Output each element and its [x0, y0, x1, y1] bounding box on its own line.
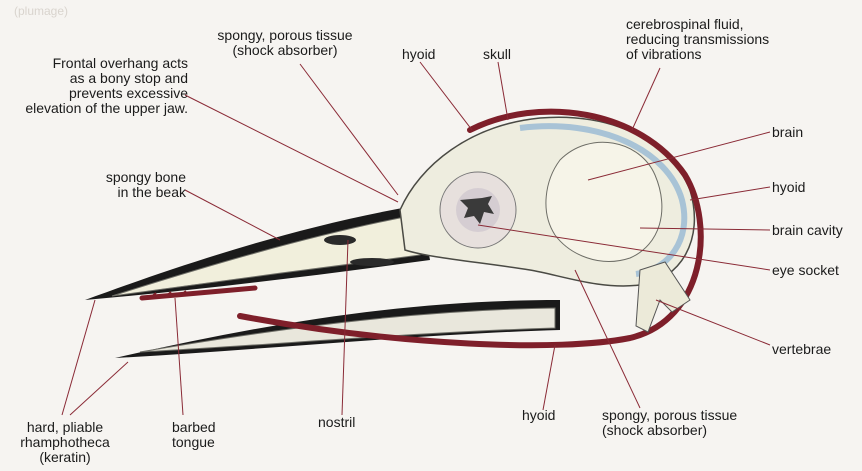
leader-hyoid-right	[689, 186, 771, 201]
leader-lines	[61, 61, 771, 416]
label-frontal-overhang: Frontal overhang acts as a bony stop and…	[25, 55, 188, 116]
label-skull: skull	[483, 46, 512, 62]
leader-brain-cavity	[639, 227, 771, 231]
label-cerebrospinal-fluid: cerebrospinal fluid, reducing transmissi…	[626, 16, 770, 62]
leader-nostril	[341, 239, 349, 416]
label-barbed-tongue: barbed tongue	[172, 419, 216, 450]
label-spongy-bone: spongy bone in the beak	[105, 169, 186, 200]
label-hyoid-bottom: hyoid	[522, 407, 556, 423]
label-eye-socket: eye socket	[772, 262, 839, 278]
hyoid-shape	[237, 108, 704, 349]
leader-frontal	[184, 94, 399, 203]
label-rhamphotheca: hard, pliable rhamphotheca (keratin)	[20, 419, 110, 465]
leader-hyoid-bottom	[542, 344, 556, 411]
label-nostril: nostril	[318, 414, 356, 430]
label-spongy-tissue-top: spongy, porous tissue (shock absorber)	[217, 27, 353, 58]
leader-vertebrae	[655, 299, 771, 346]
upper-beak-bone	[111, 214, 421, 297]
label-vertebrae: vertebrae	[772, 341, 832, 357]
leader-spongy-bottom	[574, 269, 641, 409]
leader-spongy-bone	[184, 189, 281, 241]
leader-spongy-top	[299, 63, 399, 196]
nostril-shape-2	[350, 258, 394, 266]
label-hyoid-top: hyoid	[402, 46, 436, 62]
label-spongy-tissue-bottom: spongy, porous tissue (shock absorber)	[602, 407, 738, 438]
label-brain-cavity: brain cavity	[772, 222, 843, 238]
label-brain: brain	[772, 124, 804, 140]
tongue-barbs	[149, 290, 187, 299]
leader-rhamphotheca-1	[61, 299, 96, 416]
label-hyoid-right: hyoid	[772, 179, 806, 195]
nostril-shape	[324, 235, 356, 245]
vertebrae-shape	[635, 261, 691, 333]
brain-shape	[545, 141, 663, 262]
leader-rhamphotheca-2	[69, 361, 129, 416]
leader-brain	[587, 131, 771, 181]
background-ghost-text: (plumage)	[14, 4, 69, 18]
leader-csf	[631, 67, 661, 131]
leader-skull	[497, 61, 509, 121]
leader-hyoid-top	[419, 61, 473, 131]
csf-layer	[519, 123, 688, 277]
leader-tongue	[174, 297, 184, 416]
eye-texture	[460, 196, 494, 224]
leader-eye-socket	[477, 224, 771, 271]
